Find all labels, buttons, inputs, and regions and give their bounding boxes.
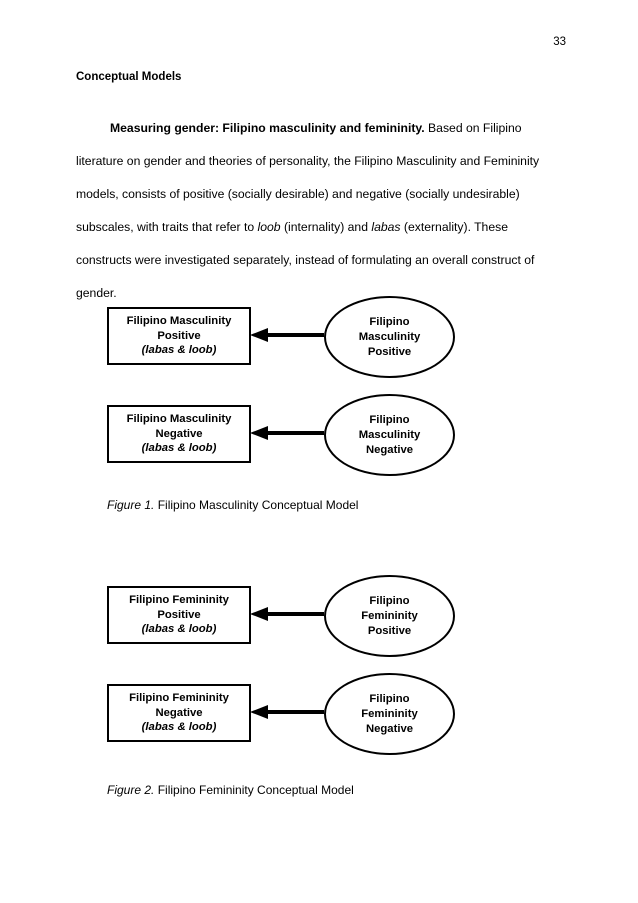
ellipse-line-1: Filipino bbox=[369, 315, 410, 328]
box-line-2: Positive bbox=[157, 608, 201, 621]
box-line-3: (labas & loob) bbox=[141, 623, 217, 636]
page-number: 33 bbox=[553, 36, 566, 48]
figure-1: Filipino Masculinity Positive (labas & l… bbox=[76, 296, 562, 512]
model-row: Filipino Femininity Positive (labas & lo… bbox=[76, 575, 562, 673]
box-line-2: Negative bbox=[155, 706, 203, 719]
figure-caption: Figure 2. Filipino Femininity Conceptual… bbox=[107, 783, 354, 797]
paragraph-part-3: (externality). These constructs were inv… bbox=[76, 220, 535, 300]
arrow-left-icon bbox=[250, 705, 324, 719]
arrow-left-icon bbox=[250, 426, 324, 440]
figure-caption-text: Filipino Masculinity Conceptual Model bbox=[154, 498, 359, 512]
ellipse-line-1: Filipino bbox=[369, 594, 410, 607]
box-line-1: Filipino Femininity bbox=[129, 692, 229, 705]
box-line-3: (labas & loob) bbox=[141, 721, 217, 734]
paragraph-italic-labas: labas bbox=[371, 220, 401, 234]
box-line-3: (labas & loob) bbox=[141, 442, 217, 455]
ellipse-line-2: Femininity bbox=[361, 609, 418, 622]
concept-ellipse: Filipino Masculinity Negative bbox=[324, 394, 455, 476]
ellipse-line-2: Femininity bbox=[361, 707, 418, 720]
section-heading: Conceptual Models bbox=[76, 71, 182, 83]
arrow-left-icon bbox=[250, 607, 324, 621]
ellipse-line-2: Masculinity bbox=[358, 330, 421, 343]
figure-caption: Figure 1. Filipino Masculinity Conceptua… bbox=[107, 498, 358, 512]
concept-box: Filipino Femininity Negative (labas & lo… bbox=[107, 684, 251, 742]
ellipse-line-1: Filipino bbox=[369, 692, 410, 705]
paragraph-italic-loob: loob bbox=[257, 220, 281, 234]
concept-box: Filipino Masculinity Positive (labas & l… bbox=[107, 307, 251, 365]
box-line-1: Filipino Femininity bbox=[129, 594, 229, 607]
ellipse-line-3: Negative bbox=[365, 443, 414, 456]
ellipse-line-3: Positive bbox=[367, 345, 412, 358]
model-row: Filipino Femininity Negative (labas & lo… bbox=[76, 673, 562, 771]
arrow-left-icon bbox=[250, 328, 324, 342]
paragraph-lead-bold: Measuring gender: Filipino masculinity a… bbox=[110, 121, 425, 135]
box-line-2: Positive bbox=[157, 329, 201, 342]
concept-ellipse: Filipino Femininity Positive bbox=[324, 575, 455, 657]
box-line-2: Negative bbox=[155, 427, 203, 440]
figure-caption-label: Figure 2. bbox=[107, 783, 155, 797]
model-row: Filipino Masculinity Negative (labas & l… bbox=[76, 394, 562, 492]
box-line-1: Filipino Masculinity bbox=[126, 413, 232, 426]
paragraph-part-1: Based on Filipino literature on gender a… bbox=[76, 121, 540, 234]
concept-ellipse: Filipino Masculinity Positive bbox=[324, 296, 455, 378]
body-paragraph: Measuring gender: Filipino masculinity a… bbox=[76, 112, 562, 310]
ellipse-line-2: Masculinity bbox=[358, 428, 421, 441]
box-line-3: (labas & loob) bbox=[141, 344, 217, 357]
figure-caption-text: Filipino Femininity Conceptual Model bbox=[154, 783, 354, 797]
model-row: Filipino Masculinity Positive (labas & l… bbox=[76, 296, 562, 394]
concept-box: Filipino Masculinity Negative (labas & l… bbox=[107, 405, 251, 463]
ellipse-line-3: Negative bbox=[365, 722, 414, 735]
concept-ellipse: Filipino Femininity Negative bbox=[324, 673, 455, 755]
paragraph-part-2: (internality) and bbox=[280, 220, 372, 234]
figure-2: Filipino Femininity Positive (labas & lo… bbox=[76, 575, 562, 797]
figure-caption-label: Figure 1. bbox=[107, 498, 155, 512]
concept-box: Filipino Femininity Positive (labas & lo… bbox=[107, 586, 251, 644]
box-line-1: Filipino Masculinity bbox=[126, 315, 232, 328]
ellipse-line-1: Filipino bbox=[369, 413, 410, 426]
ellipse-line-3: Positive bbox=[367, 624, 412, 637]
